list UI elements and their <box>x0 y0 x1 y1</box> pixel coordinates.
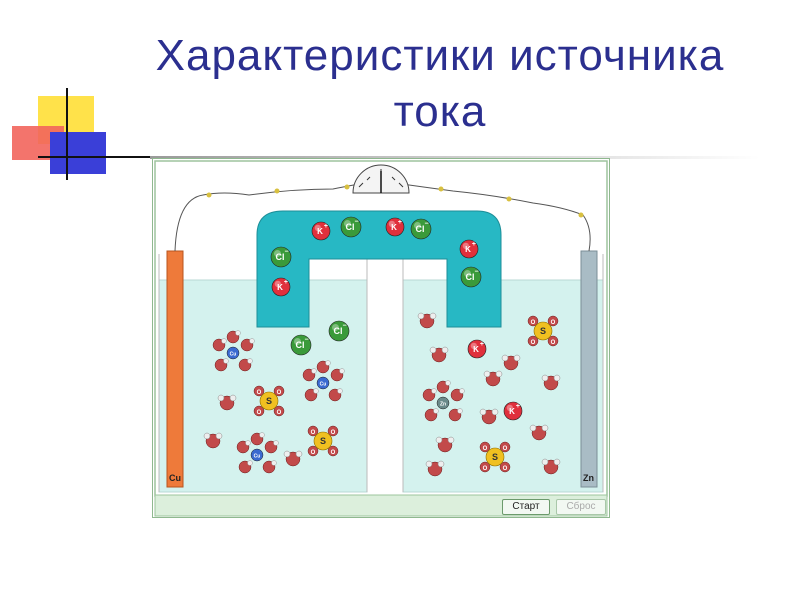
bridge-k-ion: K+ <box>271 277 291 297</box>
zinc-electrode-label: Zn <box>583 473 594 483</box>
svg-text:O: O <box>331 450 336 456</box>
svg-text:Cl: Cl <box>296 340 305 350</box>
bridge-cl-ion: Cl− <box>270 246 292 268</box>
svg-text:O: O <box>257 410 262 416</box>
svg-text:S: S <box>266 396 272 406</box>
bridge-k-ion: K+ <box>311 221 331 241</box>
decor-horizontal-line <box>38 156 150 158</box>
left-cl-ion: Cl− <box>290 334 312 356</box>
svg-text:O: O <box>483 446 488 452</box>
svg-text:Cl: Cl <box>334 326 343 336</box>
svg-text:Cu: Cu <box>320 382 327 388</box>
start-button[interactable]: Старт <box>502 499 550 515</box>
bridge-k-ion: K+ <box>459 239 479 259</box>
svg-text:O: O <box>531 320 536 326</box>
svg-text:−: − <box>284 249 288 256</box>
water-molecule <box>541 458 561 475</box>
title-line-2: тока <box>393 87 487 136</box>
left-sulfate: O O O OS <box>253 385 285 417</box>
water-molecule <box>203 432 223 449</box>
svg-text:O: O <box>551 320 556 326</box>
galvanometer <box>352 164 410 194</box>
svg-text:O: O <box>531 340 536 346</box>
water-molecule <box>483 370 503 387</box>
left-sulfate: O O O OS <box>307 425 339 457</box>
water-molecule <box>435 436 455 453</box>
svg-text:−: − <box>304 337 308 344</box>
left-cu-ion: Cu <box>236 432 279 474</box>
svg-text:O: O <box>551 340 556 346</box>
bridge-cl-ion: Cl− <box>460 266 482 288</box>
water-molecule <box>283 450 303 467</box>
svg-text:+: + <box>472 241 476 248</box>
svg-text:+: + <box>480 341 484 348</box>
right-sulfate: O O O OS <box>527 315 559 347</box>
water-molecule <box>479 408 499 425</box>
water-molecule <box>429 346 449 363</box>
svg-text:Cl: Cl <box>346 222 355 232</box>
right-zn-ion: Zn <box>422 380 465 422</box>
svg-text:Cu: Cu <box>230 352 237 358</box>
water-molecule <box>417 312 437 329</box>
svg-text:Cl: Cl <box>276 252 285 262</box>
svg-text:−: − <box>424 221 428 228</box>
svg-text:K: K <box>473 345 479 354</box>
svg-text:−: − <box>342 323 346 330</box>
slide-title: Характеристики источника тока <box>90 28 790 140</box>
svg-text:O: O <box>311 430 316 436</box>
svg-text:O: O <box>331 430 336 436</box>
svg-text:Cl: Cl <box>416 224 425 234</box>
svg-text:+: + <box>284 279 288 286</box>
decor-blue-square <box>50 132 106 174</box>
bridge-k-ion: K+ <box>385 217 405 237</box>
svg-text:K: K <box>391 223 397 232</box>
water-molecule <box>501 354 521 371</box>
svg-text:Cl: Cl <box>466 272 475 282</box>
svg-text:−: − <box>354 219 358 226</box>
left-cl-ion: Cl− <box>328 320 350 342</box>
svg-text:−: − <box>474 269 478 276</box>
svg-text:K: K <box>277 283 283 292</box>
svg-text:Zn: Zn <box>440 402 446 408</box>
reset-button[interactable]: Сброс <box>556 499 606 515</box>
svg-text:+: + <box>324 223 328 230</box>
svg-text:S: S <box>540 326 546 336</box>
svg-text:O: O <box>277 390 282 396</box>
bridge-cl-ion: Cl− <box>340 216 362 238</box>
svg-text:O: O <box>311 450 316 456</box>
svg-text:K: K <box>317 227 323 236</box>
right-k-ion: K+ <box>503 401 523 421</box>
svg-text:O: O <box>503 446 508 452</box>
svg-text:O: O <box>277 410 282 416</box>
svg-text:S: S <box>492 452 498 462</box>
svg-text:+: + <box>398 219 402 226</box>
salt-bridge <box>256 210 502 328</box>
right-k-ion: K+ <box>467 339 487 359</box>
svg-text:O: O <box>483 466 488 472</box>
copper-electrode <box>166 250 184 488</box>
water-molecule <box>529 424 549 441</box>
left-cu-ion: Cu <box>212 330 255 372</box>
copper-electrode-label: Cu <box>169 473 181 483</box>
svg-text:K: K <box>465 245 471 254</box>
water-molecule <box>541 374 561 391</box>
title-line-1: Характеристики источника <box>155 31 725 80</box>
decor-vertical-line <box>66 88 68 180</box>
zinc-electrode <box>580 250 598 488</box>
svg-text:S: S <box>320 436 326 446</box>
right-sulfate: O O O OS <box>479 441 511 473</box>
svg-text:+: + <box>516 403 520 410</box>
bridge-cl-ion: Cl− <box>410 218 432 240</box>
svg-text:K: K <box>509 407 515 416</box>
svg-text:O: O <box>257 390 262 396</box>
svg-text:O: O <box>503 466 508 472</box>
left-cu-ion: Cu <box>302 360 345 402</box>
svg-text:Cu: Cu <box>254 454 261 460</box>
decor-horizontal-fade <box>150 156 760 159</box>
water-molecule <box>217 394 237 411</box>
water-molecule <box>425 460 445 477</box>
